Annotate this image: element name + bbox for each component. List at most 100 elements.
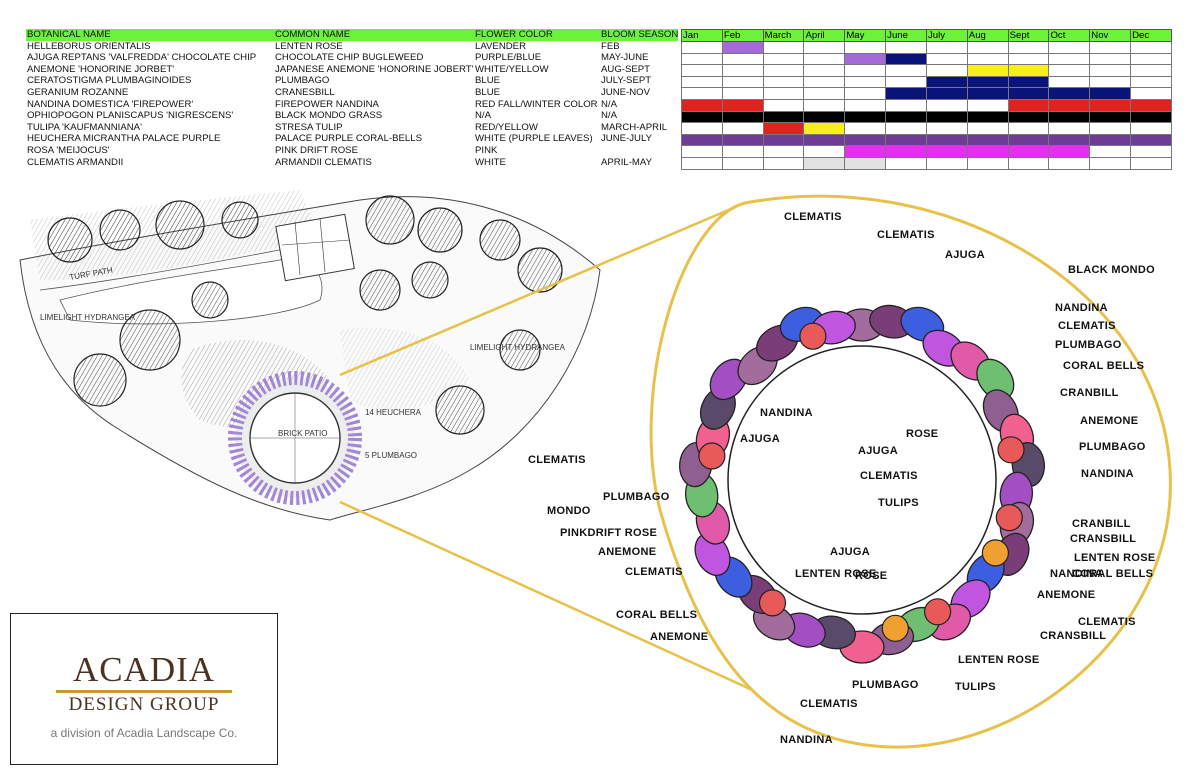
planting-bed-ring [678, 304, 1046, 664]
zoom-callout-line-top [339, 201, 746, 377]
cell-color: PURPLE/BLUE [475, 52, 542, 64]
bloom-cell [1130, 98, 1172, 112]
bloom-cell [1130, 41, 1172, 54]
bloom-cell [844, 87, 887, 100]
bloom-cell [721, 156, 764, 170]
bloom-cell [925, 98, 968, 112]
bloom-cell [1089, 75, 1132, 89]
patio-inner-circle [727, 345, 997, 615]
bloom-cell [762, 156, 805, 170]
tree-canopy [411, 261, 449, 299]
bloom-cell [1089, 41, 1132, 54]
bloom-cell [844, 122, 887, 135]
month-header: Jan [681, 29, 723, 42]
plant-callout-label: PINKDRIFT ROSE [560, 527, 657, 539]
cell-botanical: ANEMONE 'HONORINE JORBET' [27, 63, 175, 75]
cell-color: WHITE [475, 156, 506, 168]
plant-callout-label: ANEMONE [650, 631, 708, 643]
bloom-cell [1089, 110, 1132, 124]
bloom-cell [803, 75, 846, 89]
cell-common: CRANESBILL [275, 86, 335, 98]
bloom-cell [721, 64, 764, 77]
bloom-cell [966, 41, 1009, 54]
column-header-common: COMMON NAME [274, 29, 474, 41]
bloom-cell [1089, 87, 1132, 100]
cell-botanical: HELLEBORUS ORIENTALIS [27, 40, 151, 52]
bloom-cell [803, 145, 846, 158]
bloom-cell [1048, 64, 1091, 77]
bloom-cell [1130, 52, 1172, 66]
bloom-row [681, 52, 1172, 66]
bloom-row [681, 41, 1172, 54]
bloom-cell [1007, 64, 1050, 77]
tree-canopy [359, 269, 401, 311]
plant-callout-label: AJUGA [858, 445, 898, 457]
bloom-cell [844, 145, 887, 158]
bloom-cell [966, 133, 1009, 147]
month-header: Sept [1007, 29, 1050, 42]
bloom-cell [925, 122, 968, 135]
plant-callout-label: CLEMATIS [800, 698, 858, 710]
accent-plant [881, 614, 909, 642]
plant-callout-label: TULIPS [878, 497, 919, 509]
bloom-cell [1007, 133, 1050, 147]
bloom-cell [1048, 122, 1091, 135]
tree-canopy-cluster [47, 195, 563, 435]
hydrangea-label-right: LIMELIGHT HYDRANGEA [470, 343, 566, 352]
bloom-cell [1007, 52, 1050, 66]
accent-plant [799, 322, 827, 350]
tree-canopy [221, 201, 259, 239]
bloom-cell [966, 156, 1009, 170]
plant-callout-label: ROSE [906, 428, 938, 440]
table-row: OPHIOPOGON PLANISCAPUS 'NIGRESCENS'BLACK… [26, 110, 678, 122]
bloom-cell [966, 122, 1009, 135]
bloom-cell [885, 110, 927, 124]
bloom-cell [885, 64, 927, 77]
tree-canopy [365, 195, 415, 245]
cell-season: MAY-JUNE [601, 52, 649, 64]
bloom-cell [1007, 110, 1050, 124]
plant-callout-label: LENTEN ROSE [1074, 552, 1156, 564]
cell-botanical: ROSA 'MEIJOCUS' [27, 144, 110, 156]
month-header: Oct [1048, 29, 1091, 42]
logo-tagline: a division of Acadia Landscape Co. [50, 726, 238, 740]
bloom-cell [803, 41, 846, 54]
plant-callout-label: BLACK MONDO [1068, 264, 1155, 276]
bloom-row [681, 156, 1172, 170]
cell-common: PALACE PURPLE CORAL-BELLS [275, 133, 422, 145]
cell-common: FIREPOWER NANDINA [275, 98, 379, 110]
plant-callout-label: AJUGA [740, 433, 780, 445]
plant-callout-label: LENTEN ROSE [958, 654, 1040, 666]
cell-color: BLUE [475, 75, 501, 87]
month-header: April [803, 29, 846, 42]
plant-callout-label: ANEMONE [1080, 415, 1138, 427]
bloom-cell [844, 64, 887, 77]
bloom-cell [721, 122, 764, 135]
bloom-cell [966, 98, 1009, 112]
plant-callout-label: ANEMONE [1037, 589, 1095, 601]
bloom-cell [762, 87, 805, 100]
bloom-cell [885, 41, 927, 54]
column-header-season: BLOOM SEASON [600, 29, 678, 41]
bloom-cell [1007, 156, 1050, 170]
plant-callout-label: CORAL BELLS [1072, 568, 1153, 580]
bloom-cell [966, 52, 1009, 66]
bloom-cell [885, 133, 927, 147]
bloom-cell [1130, 156, 1172, 170]
cell-color: PINK [475, 144, 498, 156]
bloom-cell [885, 98, 927, 112]
bloom-cell [925, 64, 968, 77]
cell-season: MARCH-APRIL [601, 121, 668, 133]
cell-season [600, 145, 678, 157]
bloom-cell [885, 75, 927, 89]
bloom-cell [681, 64, 723, 77]
tree-canopy [417, 207, 463, 253]
bloom-cell [803, 133, 846, 147]
